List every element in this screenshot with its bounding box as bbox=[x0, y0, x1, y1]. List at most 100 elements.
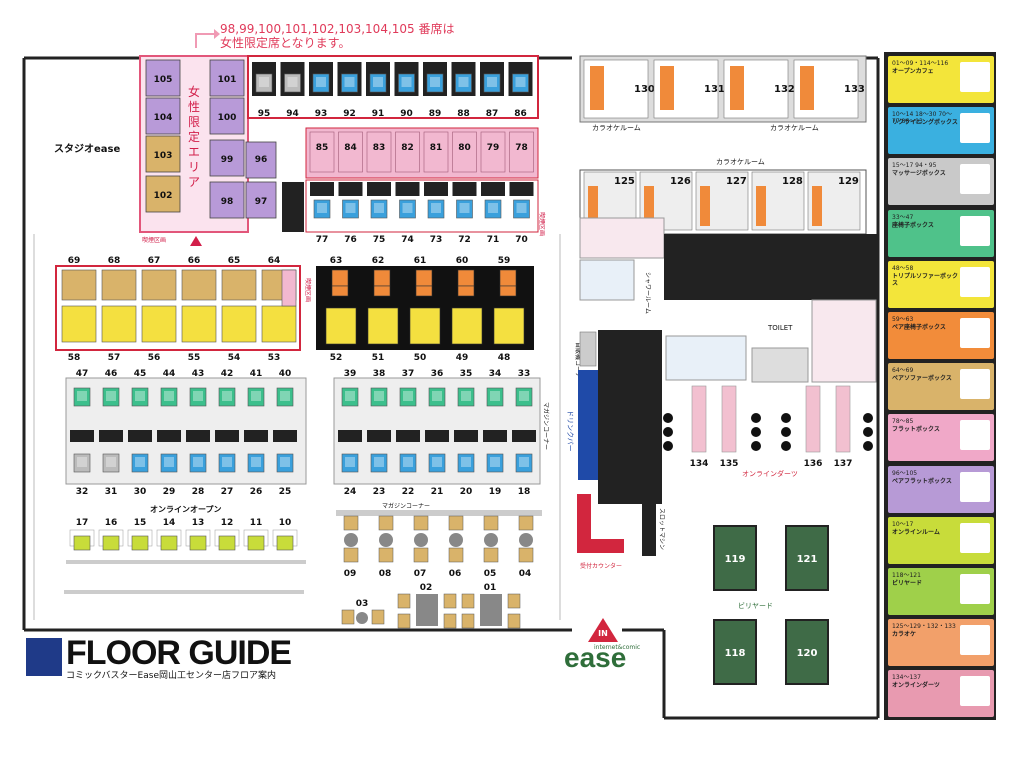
seat-cushion bbox=[519, 391, 529, 401]
table-chair bbox=[448, 547, 464, 563]
seat-number: 22 bbox=[402, 487, 415, 497]
seat-chair-72 bbox=[456, 199, 473, 219]
seat-cushion bbox=[287, 77, 298, 87]
seat-number: 133 bbox=[844, 84, 865, 95]
seat-cushion bbox=[403, 391, 413, 401]
seat-number: 58 bbox=[68, 353, 81, 363]
booth-desk bbox=[338, 430, 362, 442]
restroom-core bbox=[664, 234, 878, 300]
legend-range: 10〜17 bbox=[892, 520, 914, 528]
seat-cushion bbox=[317, 203, 327, 213]
seat-number: 120 bbox=[797, 648, 818, 659]
legend-range: 64〜69 bbox=[892, 367, 914, 375]
women-area-char: エ bbox=[188, 145, 200, 159]
seat-number: 31 bbox=[105, 487, 118, 497]
seat-chair-95 bbox=[255, 73, 273, 93]
seat-cushion bbox=[432, 457, 442, 467]
darts-label: オンラインダーツ bbox=[742, 469, 798, 478]
table-round bbox=[449, 533, 463, 547]
seat-number: 28 bbox=[192, 487, 205, 497]
billiard-table-120 bbox=[785, 619, 829, 685]
seat-chair-26 bbox=[247, 453, 265, 473]
seat-box-99 bbox=[209, 139, 245, 177]
booth-desk bbox=[99, 430, 123, 442]
note-arrow-head bbox=[214, 29, 220, 39]
seat-number: 25 bbox=[279, 487, 292, 497]
table-chair bbox=[378, 515, 394, 531]
seat-chair-17 bbox=[73, 535, 91, 551]
women-area-char: ア bbox=[188, 175, 200, 189]
seat-number: 90 bbox=[400, 109, 413, 119]
smoking-icon bbox=[190, 236, 202, 246]
darts-stool bbox=[863, 427, 873, 437]
online-open-label: オンラインオープン bbox=[150, 504, 222, 514]
seat-number: 40 bbox=[279, 369, 292, 379]
karaoke-sofa bbox=[644, 186, 654, 226]
toilet-accessible bbox=[751, 347, 809, 383]
table-round bbox=[484, 533, 498, 547]
seat-chair-19 bbox=[486, 453, 504, 473]
seat-number: 11 bbox=[250, 518, 263, 528]
seat-number: 41 bbox=[250, 369, 263, 379]
seat-number: 97 bbox=[255, 197, 268, 207]
seat-number: 12 bbox=[221, 518, 234, 528]
legend-seat-photo-icon bbox=[960, 471, 990, 502]
seat-number: 103 bbox=[154, 151, 173, 161]
seat-number: 93 bbox=[315, 109, 328, 119]
darts-stool bbox=[863, 441, 873, 451]
note-arrow-icon bbox=[195, 33, 214, 48]
seat-number: 47 bbox=[76, 369, 89, 379]
legend-name: カラオケ bbox=[892, 631, 917, 639]
seat-chair-87 bbox=[483, 73, 501, 93]
reception-counter bbox=[577, 494, 624, 553]
darts-lane bbox=[691, 385, 707, 453]
seat-number: 43 bbox=[192, 369, 205, 379]
seat-number: 05 bbox=[484, 569, 497, 579]
seat-cushion bbox=[193, 457, 203, 467]
toilet-men-b bbox=[665, 335, 747, 381]
seat-number: 01 bbox=[484, 583, 497, 593]
seat-number: 96 bbox=[255, 155, 268, 165]
seat-number: 14 bbox=[163, 518, 176, 528]
seat-box-55 bbox=[181, 305, 217, 343]
seat-box-68 bbox=[101, 269, 137, 301]
seat-number: 66 bbox=[188, 256, 201, 266]
seat-number: 04 bbox=[519, 569, 532, 579]
legend-seat-photo-icon bbox=[960, 215, 990, 246]
booth-desk bbox=[452, 182, 477, 196]
page-title: FLOOR GUIDE bbox=[66, 634, 292, 672]
karaoke-sofa bbox=[812, 186, 822, 226]
seat-cushion bbox=[402, 203, 413, 213]
seat-number: 130 bbox=[634, 84, 655, 95]
seat-box-83 bbox=[366, 131, 392, 173]
table-chair bbox=[507, 613, 521, 629]
seat-box-79 bbox=[480, 131, 506, 173]
seat-number: 15 bbox=[134, 518, 147, 528]
seat-number: 80 bbox=[458, 143, 471, 153]
darts-stool bbox=[781, 427, 791, 437]
seat-cushion bbox=[77, 457, 87, 467]
vending-label: 自販機コーナー bbox=[574, 342, 582, 384]
table-chair bbox=[483, 515, 499, 531]
seat-number: 64 bbox=[268, 256, 281, 266]
seat-box-105 bbox=[145, 59, 181, 97]
toilet-women-b bbox=[811, 299, 877, 383]
seat-number: 75 bbox=[373, 235, 386, 245]
seat-chair-25 bbox=[276, 453, 294, 473]
legend-range: 134〜137 bbox=[892, 674, 921, 682]
darts-stool bbox=[663, 441, 673, 451]
table-chair bbox=[371, 609, 385, 625]
legend-seat-photo-icon bbox=[960, 113, 990, 144]
darts-stool bbox=[863, 413, 873, 423]
seat-number: 69 bbox=[68, 256, 81, 266]
seat-chair-30 bbox=[131, 453, 149, 473]
seat-number: 37 bbox=[402, 369, 415, 379]
seat-cushion bbox=[401, 77, 412, 87]
seat-number: 51 bbox=[372, 353, 385, 363]
seat-number: 13 bbox=[192, 518, 205, 528]
seat-number: 92 bbox=[343, 109, 356, 119]
